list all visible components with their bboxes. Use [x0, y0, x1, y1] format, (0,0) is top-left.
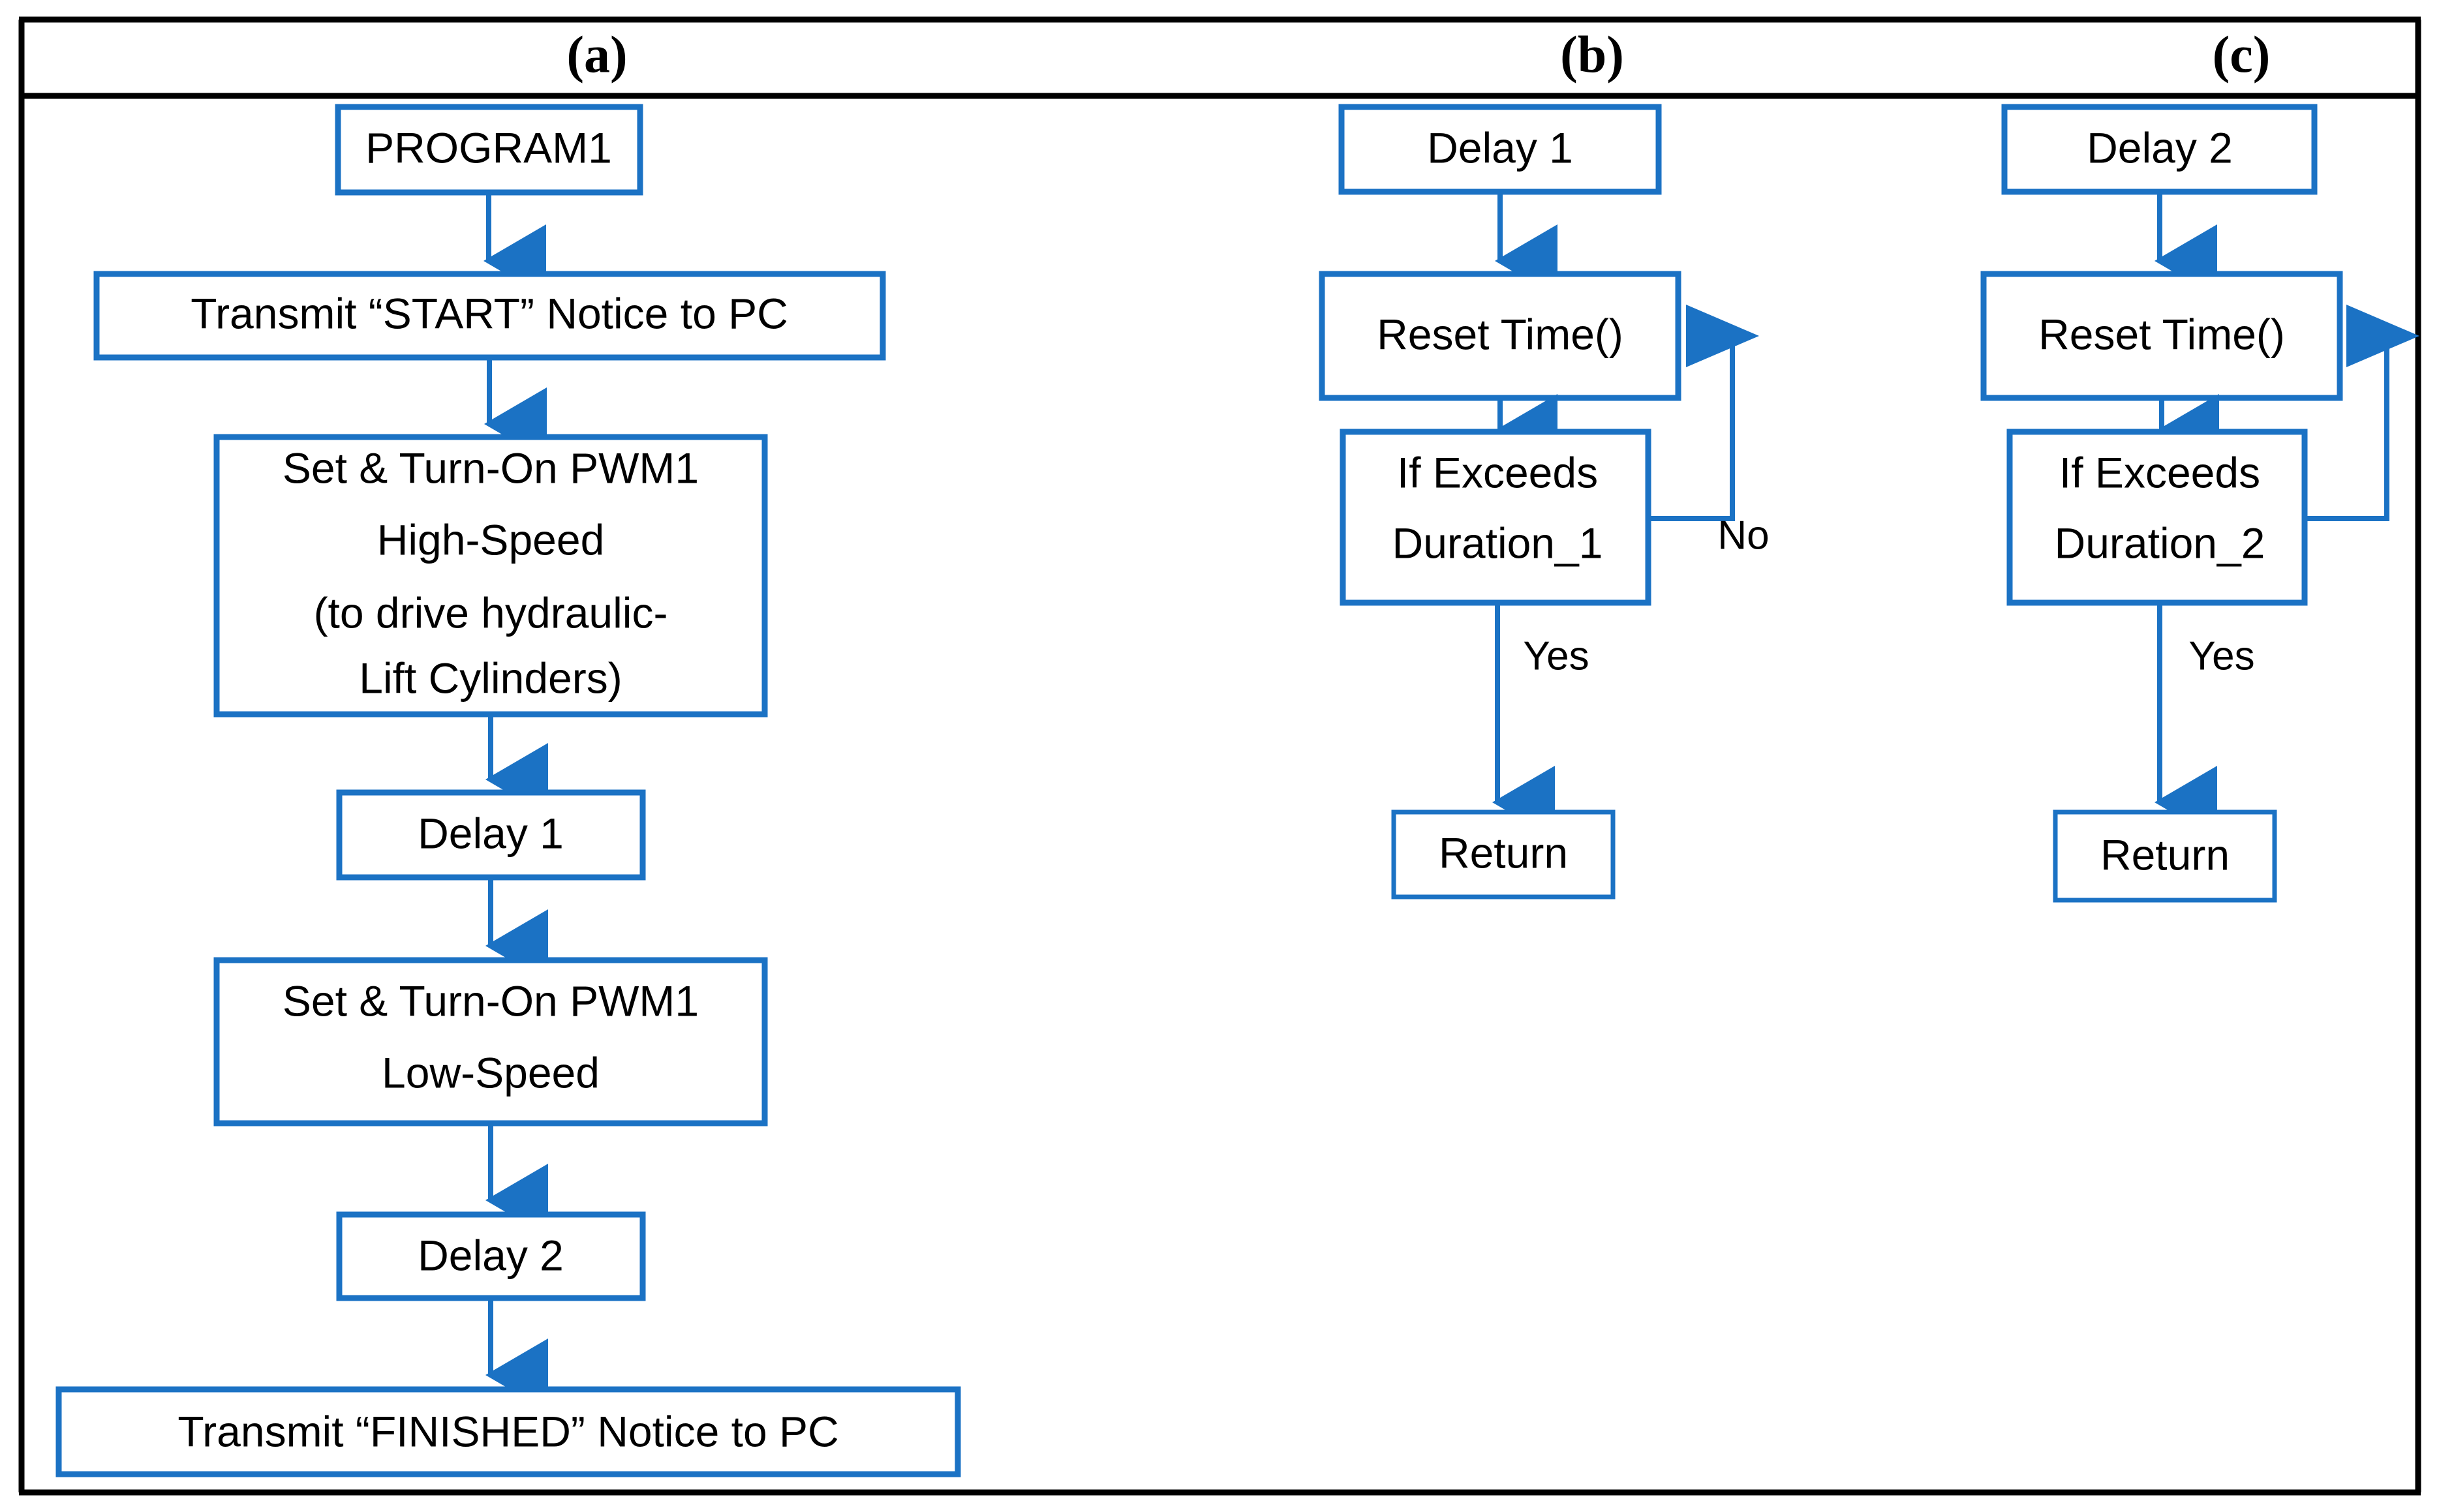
panel-caption-c: (c) — [2213, 26, 2271, 83]
edge-no-loop-c-path — [2305, 305, 2419, 521]
node-if-exceeds-duration1-line1: If Exceeds — [1397, 448, 1598, 496]
node-delay2-a[interactable]: Delay 2 — [336, 1211, 646, 1301]
node-reset-time-c[interactable]: Reset Time() — [1980, 271, 2343, 401]
node-delay2-a-label: Delay 2 — [418, 1231, 564, 1279]
node-delay2-c-box[interactable] — [2001, 104, 2318, 195]
edge-label-no-b: No — [1717, 513, 1769, 558]
node-delay1-a[interactable]: Delay 1 — [336, 789, 646, 881]
node-pwm1-low-speed-line2: Low-Speed — [382, 1048, 600, 1096]
node-if-exceeds-duration2-line2: Duration_2 — [2055, 519, 2265, 567]
node-delay1-b[interactable]: Delay 1 — [1338, 104, 1662, 195]
panel-b: Delay 1 Reset Time() If Exceeds Duration… — [1319, 104, 1770, 900]
edge-no-loop-b-path — [1648, 305, 1759, 521]
node-return-c-label: Return — [2100, 830, 2230, 879]
panel-caption-b: (b) — [1560, 26, 1624, 83]
panel-caption-a: (a) — [566, 26, 627, 83]
node-program1[interactable]: PROGRAM1 — [335, 104, 643, 196]
node-delay1-b-label: Delay 1 — [1427, 123, 1573, 172]
node-reset-time-c-box[interactable] — [1980, 271, 2343, 401]
node-if-exceeds-duration2-box[interactable] — [2006, 429, 2308, 606]
node-return-b[interactable]: Return — [1391, 809, 1616, 900]
edge-no-loop-c — [2305, 305, 2419, 521]
node-if-exceeds-duration2-line1: If Exceeds — [2059, 448, 2260, 496]
panel-c: Delay 2 Reset Time() If Exceeds Duration… — [1980, 104, 2419, 903]
node-pwm1-low-speed[interactable]: Set & Turn-On PWM1 Low-Speed — [213, 957, 768, 1126]
panel-a: PROGRAM1 Transmit “START” Notice to PC S… — [55, 104, 961, 1477]
node-delay2-c[interactable]: Delay 2 — [2001, 104, 2318, 195]
node-return-b-box[interactable] — [1391, 809, 1616, 900]
node-delay1-b-box[interactable] — [1338, 104, 1662, 195]
edge-label-yes-b: Yes — [1523, 633, 1589, 678]
node-if-exceeds-duration1[interactable]: If Exceeds Duration_1 — [1340, 429, 1651, 606]
node-pwm1-high-speed-line4: Lift Cylinders) — [359, 654, 622, 702]
node-reset-time-b[interactable]: Reset Time() — [1319, 271, 1681, 401]
node-reset-time-b-label: Reset Time() — [1377, 310, 1623, 358]
node-transmit-start[interactable]: Transmit “START” Notice to PC — [93, 271, 886, 361]
node-pwm1-high-speed-line1: Set & Turn-On PWM1 — [283, 444, 699, 492]
node-delay2-a-box[interactable] — [336, 1211, 646, 1301]
edge-yes-b: Yes — [1492, 603, 1589, 839]
node-reset-time-c-label: Reset Time() — [2038, 310, 2285, 358]
edge-yes-c: Yes — [2155, 603, 2255, 839]
node-pwm1-low-speed-line1: Set & Turn-On PWM1 — [283, 976, 699, 1025]
node-reset-time-b-box[interactable] — [1319, 271, 1681, 401]
edge-label-yes-c: Yes — [2188, 633, 2254, 678]
node-transmit-start-label: Transmit “START” Notice to PC — [191, 289, 788, 337]
node-program1-label: PROGRAM1 — [365, 123, 612, 172]
node-delay1-a-box[interactable] — [336, 789, 646, 881]
node-transmit-start-box[interactable] — [93, 271, 886, 361]
node-return-c[interactable]: Return — [2053, 809, 2277, 903]
node-transmit-finished[interactable]: Transmit “FINISHED” Notice to PC — [55, 1386, 961, 1477]
node-if-exceeds-duration2[interactable]: If Exceeds Duration_2 — [2006, 429, 2308, 606]
edge-no-loop-b: No — [1648, 305, 1770, 558]
node-delay1-a-label: Delay 1 — [418, 809, 564, 857]
node-pwm1-high-speed-box[interactable] — [213, 434, 768, 718]
node-pwm1-high-speed-line3: (to drive hydraulic- — [314, 588, 668, 637]
node-program1-box[interactable] — [335, 104, 643, 196]
node-if-exceeds-duration1-line2: Duration_1 — [1392, 519, 1603, 567]
node-transmit-finished-label: Transmit “FINISHED” Notice to PC — [177, 1407, 838, 1455]
node-pwm1-high-speed-line2: High-Speed — [377, 515, 605, 564]
node-return-c-box[interactable] — [2053, 809, 2277, 903]
node-delay2-c-label: Delay 2 — [2087, 123, 2233, 172]
node-transmit-finished-box[interactable] — [55, 1386, 961, 1477]
figure-frame — [18, 16, 2421, 1496]
node-return-b-label: Return — [1439, 828, 1568, 877]
node-pwm1-high-speed[interactable]: Set & Turn-On PWM1 High-Speed (to drive … — [213, 434, 768, 718]
